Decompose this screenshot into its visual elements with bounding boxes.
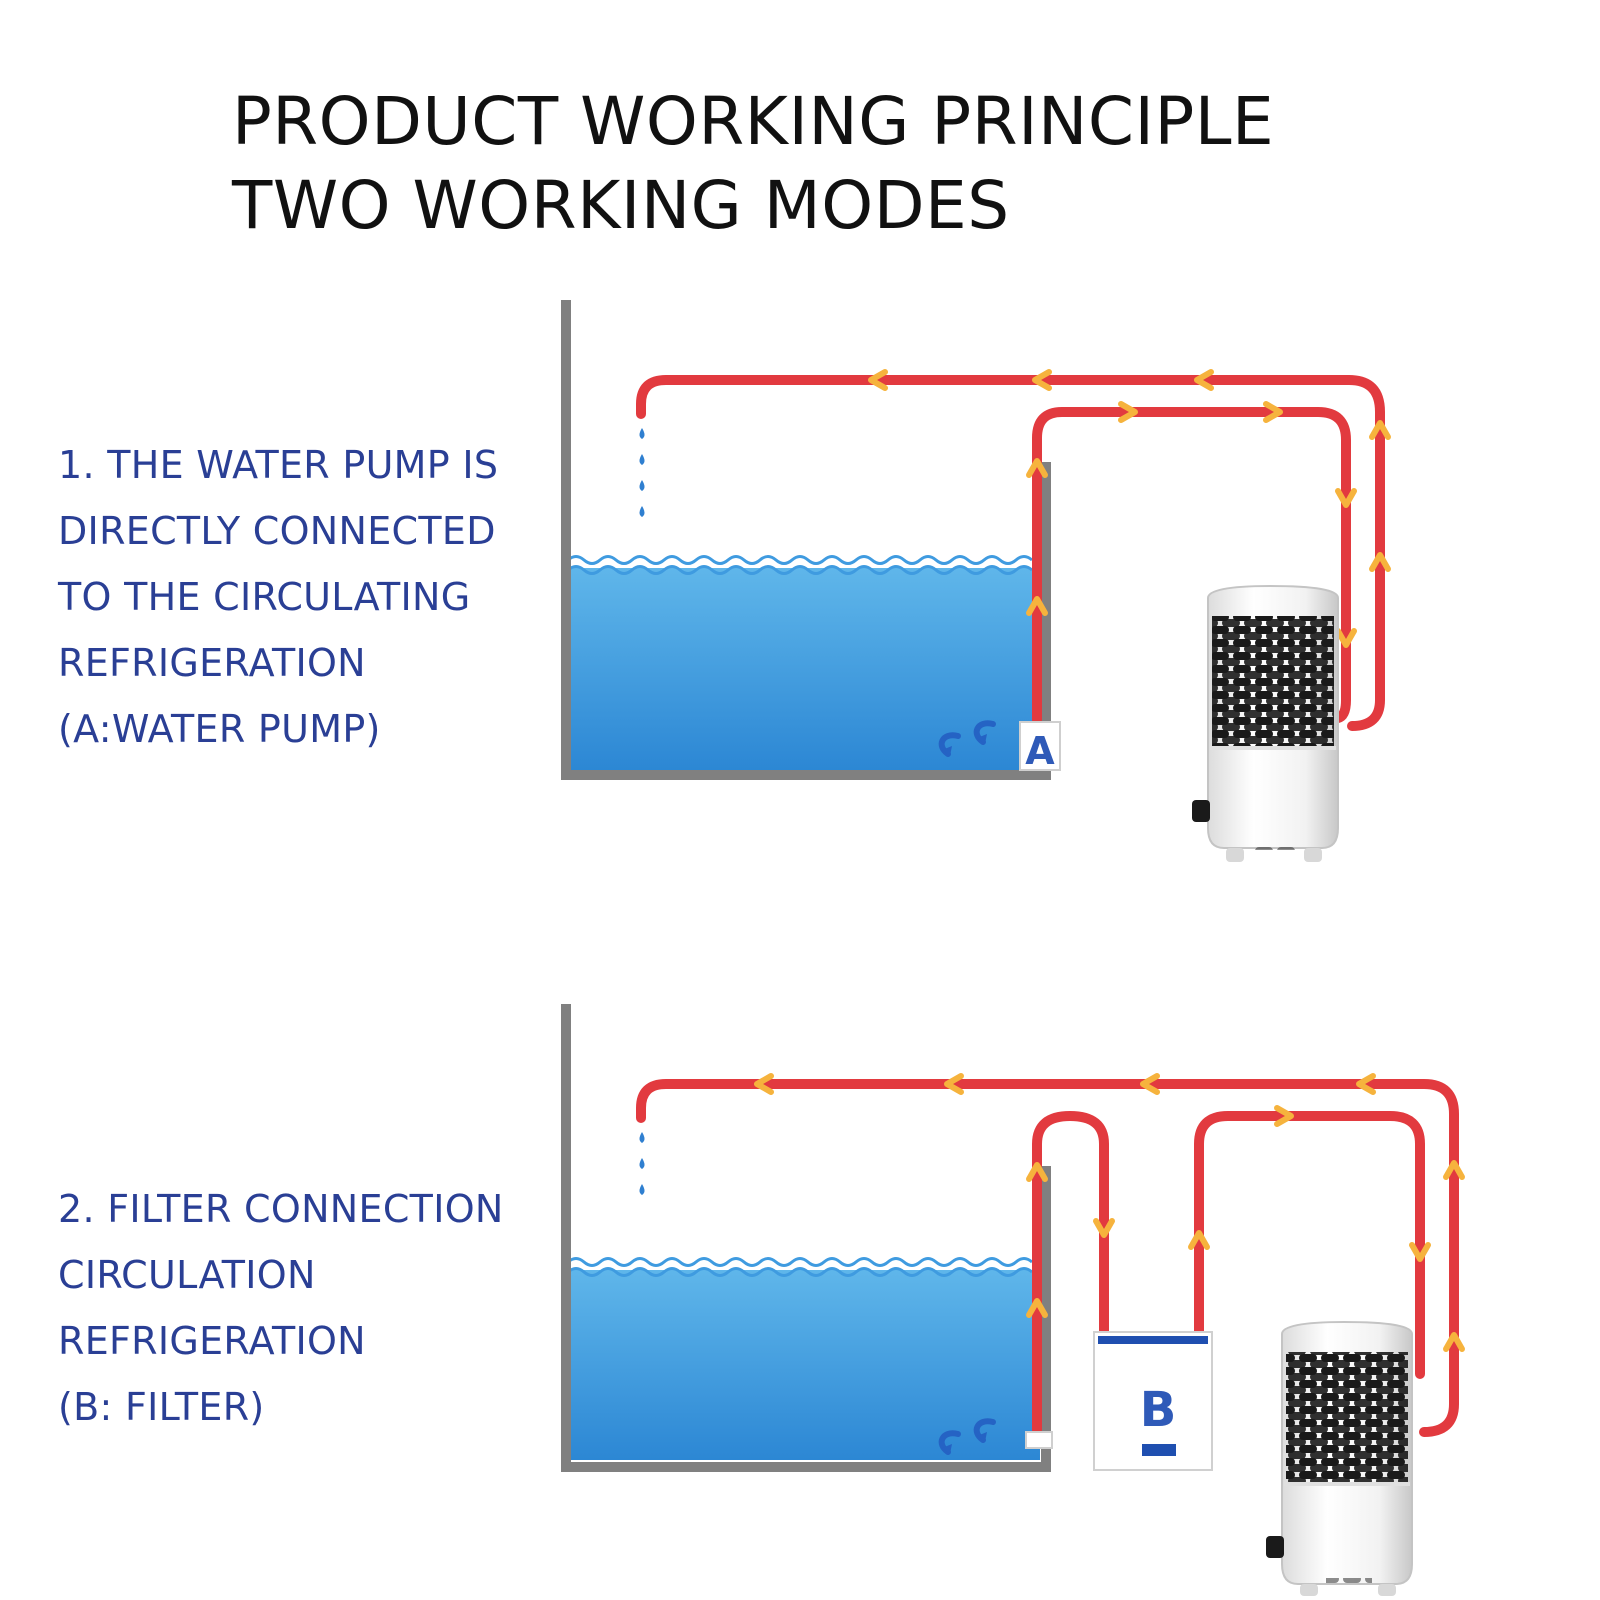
mode-2-line: CIRCULATION — [58, 1253, 316, 1297]
device-label-a: A — [1025, 729, 1055, 773]
mode-1-diagram: A — [561, 300, 1388, 862]
water-drops — [639, 1132, 645, 1195]
mode-2-diagram: B — [561, 1004, 1462, 1596]
mode-1-line: REFRIGERATION — [58, 641, 366, 685]
water-pump-a: A — [1019, 721, 1061, 773]
filter-b: B — [1093, 1331, 1213, 1471]
mode-2-line: 2. FILTER CONNECTION — [58, 1187, 504, 1231]
aquarium-tank — [561, 1004, 1051, 1472]
water-drops — [639, 428, 645, 517]
mode-1-line: DIRECTLY CONNECTED — [58, 509, 496, 553]
device-label-b: B — [1140, 1382, 1177, 1438]
mode-2-line: (B: FILTER) — [58, 1385, 265, 1429]
mode-1-line: TO THE CIRCULATING — [58, 575, 471, 619]
chiller-unit — [1192, 584, 1339, 862]
tank-water — [567, 1257, 1040, 1460]
page-title: PRODUCT WORKING PRINCIPLE TWO WORKING MO… — [232, 80, 1274, 248]
tank-water — [567, 555, 1040, 770]
mode-1-description: 1. THE WATER PUMP IS DIRECTLY CONNECTED … — [58, 432, 498, 762]
circulation-pipes — [636, 375, 1385, 731]
title-line-1: PRODUCT WORKING PRINCIPLE — [232, 83, 1275, 160]
chiller-unit — [1266, 1320, 1413, 1596]
pump-intake — [1025, 1431, 1053, 1449]
mode-2-description: 2. FILTER CONNECTION CIRCULATION REFRIGE… — [58, 1176, 504, 1440]
aquarium-tank — [561, 300, 1051, 780]
title-line-2: TWO WORKING MODES — [232, 167, 1010, 244]
mode-1-line: (A:WATER PUMP) — [58, 707, 381, 751]
mode-1-line: 1. THE WATER PUMP IS — [58, 443, 499, 487]
mode-2-line: REFRIGERATION — [58, 1319, 366, 1363]
circulation-pipes — [636, 1079, 1459, 1437]
